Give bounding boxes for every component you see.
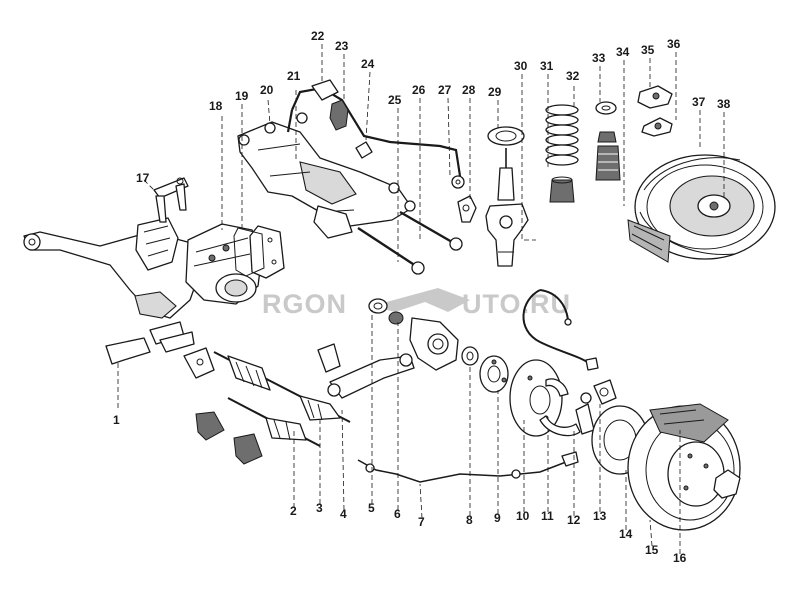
callout-37: 37 xyxy=(692,95,706,109)
callout-13: 13 xyxy=(593,509,607,523)
callout-23: 23 xyxy=(335,39,349,53)
shock-absorber xyxy=(485,126,529,267)
lateral-links xyxy=(357,195,477,275)
wheel-hub xyxy=(479,355,509,393)
watermark-logo-mark xyxy=(372,288,470,312)
differential-housing xyxy=(185,223,263,305)
callout-33: 33 xyxy=(592,51,606,65)
watermark-text-right: UTO.RU xyxy=(462,289,571,319)
watermark-text-left: RGON xyxy=(262,289,347,319)
callout-22: 22 xyxy=(311,29,325,43)
callout-9: 9 xyxy=(494,511,501,525)
callout-30: 30 xyxy=(514,59,528,73)
lower-brackets xyxy=(105,321,215,379)
callout-15: 15 xyxy=(645,543,659,557)
drive-shafts xyxy=(213,351,351,447)
callout-32: 32 xyxy=(566,69,580,83)
top-mounts xyxy=(637,85,673,137)
callout-26: 26 xyxy=(412,83,426,97)
bearing-cap xyxy=(580,379,617,405)
brake-hose xyxy=(357,451,579,483)
spare-wheel xyxy=(627,154,776,263)
callout-25: 25 xyxy=(388,93,402,107)
callout-20: 20 xyxy=(260,83,274,97)
callout-35: 35 xyxy=(641,43,655,57)
callout-21: 21 xyxy=(287,69,301,83)
callout-3: 3 xyxy=(316,501,323,515)
lower-control-arm xyxy=(317,343,415,399)
hub-carrier xyxy=(409,317,479,371)
brake-drum xyxy=(591,403,741,531)
callout-34: 34 xyxy=(616,45,630,59)
callout-5: 5 xyxy=(368,501,375,515)
callout-8: 8 xyxy=(466,513,473,527)
brake-shoes xyxy=(539,378,595,437)
abs-sensor-cable xyxy=(522,289,599,371)
leader-lines xyxy=(117,44,725,554)
bushings xyxy=(368,298,404,325)
callout-29: 29 xyxy=(488,85,502,99)
callout-38: 38 xyxy=(717,97,731,111)
callout-31: 31 xyxy=(540,59,554,73)
stabilizer-bar xyxy=(286,79,465,189)
callout-7: 7 xyxy=(418,515,425,529)
callout-4: 4 xyxy=(340,507,347,521)
callout-labels: 1 2 3 4 5 6 7 8 9 10 11 12 13 14 15 16 1… xyxy=(113,29,731,565)
callout-12: 12 xyxy=(567,513,581,527)
mounting-bracket-17 xyxy=(153,177,189,223)
callout-24: 24 xyxy=(361,57,375,71)
callout-1: 1 xyxy=(113,413,120,427)
callout-14: 14 xyxy=(619,527,633,541)
callout-18: 18 xyxy=(209,99,223,113)
coil-spring xyxy=(545,104,579,203)
callout-19: 19 xyxy=(235,89,249,103)
callout-36: 36 xyxy=(667,37,681,51)
cv-boots xyxy=(195,411,263,465)
differential-cover xyxy=(233,225,285,279)
rear-crossmember-beam xyxy=(23,217,211,319)
callout-2: 2 xyxy=(290,504,297,518)
callout-10: 10 xyxy=(516,509,530,523)
callout-11: 11 xyxy=(541,509,554,523)
watermark: RGON UTO.RU xyxy=(262,288,571,319)
callout-17: 17 xyxy=(136,171,150,185)
bump-stop-and-boot xyxy=(595,101,621,181)
callout-28: 28 xyxy=(462,83,476,97)
callout-27: 27 xyxy=(438,83,452,97)
rear-subframe xyxy=(237,121,416,239)
callout-16: 16 xyxy=(673,551,687,565)
callout-6: 6 xyxy=(394,507,401,521)
